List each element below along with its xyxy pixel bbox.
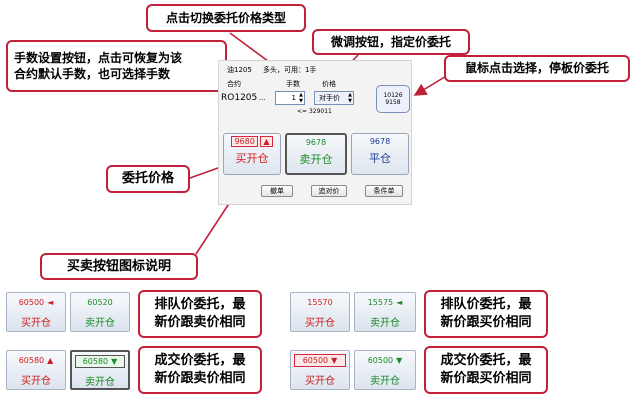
callout-limit-order: 鼠标点击选择，停板价委托 bbox=[444, 55, 630, 82]
buy-up-arrow-icon: ▲ bbox=[260, 136, 273, 147]
callout-trade-sell-line2: 新价跟卖价相同 bbox=[154, 371, 246, 386]
demo-7-label: 买开仓 bbox=[305, 376, 335, 387]
header-contract-prefix: 油1205 bbox=[227, 66, 252, 74]
demo-button-3: 15570 买开仓 bbox=[290, 292, 350, 332]
demo-6-price-row: 60580▼ bbox=[75, 355, 125, 368]
callout-queue-sell-line1: 排队价委托，最 bbox=[154, 297, 246, 313]
demo-2-price-row: 60520 bbox=[74, 296, 126, 309]
limit-price-box: 10126 9158 bbox=[376, 85, 410, 113]
demo-button-4: 15575◄ 卖开仓 bbox=[354, 292, 416, 332]
order-panel: 油1205 多头，可用：1手 合约 手数 价格 RO1205 ... 1 ▲▼ … bbox=[218, 60, 412, 205]
quantity-value[interactable]: 1 bbox=[291, 94, 296, 102]
demo-6-down-arrow-icon: ▼ bbox=[111, 357, 118, 366]
demo-3-price-row: 15570 bbox=[294, 296, 346, 309]
callout-queue-buy-line2: 新价跟买价相同 bbox=[440, 315, 532, 330]
callout-quantity-line2: 合约默认手数，也可选择手数 bbox=[14, 67, 171, 81]
lower-limit-price[interactable]: 9158 bbox=[385, 99, 401, 106]
demo-4-left-arrow-icon: ◄ bbox=[396, 298, 403, 307]
callout-trade-buy-line1: 成交价委托，最 bbox=[440, 353, 532, 369]
price-type-selector[interactable]: 对手价 ▲▼ bbox=[314, 91, 354, 105]
demo-1-price-row: 60500◄ bbox=[10, 296, 62, 309]
upper-limit-price[interactable]: 10126 bbox=[383, 92, 403, 99]
col-qty-label: 手数 bbox=[286, 80, 300, 88]
close-label: 平仓 bbox=[369, 152, 391, 165]
contract-code: RO1205 bbox=[221, 93, 258, 103]
max-qty-hint: <= 329011 bbox=[297, 108, 332, 115]
cancel-order-button[interactable]: 撤单 bbox=[261, 185, 293, 197]
sell-open-label: 卖开仓 bbox=[299, 153, 333, 166]
callout-order-price: 委托价格 bbox=[106, 165, 190, 193]
demo-2-label: 卖开仓 bbox=[85, 318, 115, 329]
contract-picker-button[interactable]: ... bbox=[259, 94, 266, 102]
sell-price: 9678 bbox=[305, 138, 327, 147]
demo-8-price: 60500 bbox=[367, 356, 394, 365]
callout-fine-tune: 微调按钮，指定价委托 bbox=[312, 29, 470, 55]
demo-3-price: 15570 bbox=[307, 298, 333, 307]
header-position-info: 多头，可用：1手 bbox=[263, 66, 317, 74]
buy-price: 9680 bbox=[231, 136, 258, 147]
quantity-arrows-icon[interactable]: ▲▼ bbox=[299, 92, 303, 104]
callout-quantity: 手数设置按钮，点击可恢复为该 合约默认手数，也可选择手数 bbox=[6, 40, 227, 92]
close-button[interactable]: 9678 平仓 bbox=[351, 133, 409, 175]
buy-price-row: 9680 ▲ bbox=[224, 136, 280, 147]
callout-toggle-price-type: 点击切换委托价格类型 bbox=[146, 4, 306, 32]
col-contract-label: 合约 bbox=[227, 80, 241, 88]
callout-quantity-line1: 手数设置按钮，点击可恢复为该 bbox=[14, 50, 183, 65]
demo-1-label: 买开仓 bbox=[21, 318, 51, 329]
demo-8-price-row: 60500▼ bbox=[358, 354, 412, 367]
demo-6-label: 卖开仓 bbox=[85, 377, 115, 388]
demo-1-price: 60500 bbox=[18, 298, 45, 307]
demo-8-label: 卖开仓 bbox=[370, 376, 400, 387]
demo-4-price-row: 15575◄ bbox=[358, 296, 412, 309]
demo-4-label: 卖开仓 bbox=[370, 318, 400, 329]
callout-trade-sell: 成交价委托，最 新价跟卖价相同 bbox=[138, 346, 262, 394]
callout-queue-sell: 排队价委托，最 新价跟卖价相同 bbox=[138, 290, 262, 338]
callout-trade-buy: 成交价委托，最 新价跟买价相同 bbox=[424, 346, 548, 394]
demo-5-price: 60580 bbox=[18, 356, 45, 365]
callout-trade-sell-line1: 成交价委托，最 bbox=[154, 353, 246, 369]
demo-3-label: 买开仓 bbox=[305, 318, 335, 329]
quantity-stepper[interactable]: 1 ▲▼ bbox=[275, 91, 305, 105]
callout-trade-buy-line2: 新价跟买价相同 bbox=[440, 371, 532, 386]
price-type-value[interactable]: 对手价 bbox=[319, 94, 340, 102]
demo-1-left-arrow-icon: ◄ bbox=[47, 298, 54, 307]
demo-2-price: 60520 bbox=[87, 298, 113, 307]
demo-8-down-arrow-icon: ▼ bbox=[396, 356, 403, 365]
conditional-order-button[interactable]: 条件单 bbox=[365, 185, 403, 197]
sell-open-button[interactable]: 9678 卖开仓 bbox=[285, 133, 347, 175]
demo-button-5: 60580▲ 买开仓 bbox=[6, 350, 66, 390]
demo-button-8: 60500▼ 卖开仓 bbox=[354, 350, 416, 390]
callout-button-icon-desc: 买卖按钮图标说明 bbox=[40, 253, 198, 280]
demo-5-label: 买开仓 bbox=[21, 376, 51, 387]
demo-7-price: 60500 bbox=[302, 356, 329, 365]
chase-price-button[interactable]: 追对价 bbox=[311, 185, 347, 197]
col-price-label: 价格 bbox=[322, 80, 336, 88]
demo-7-price-row: 60500▼ bbox=[294, 354, 346, 367]
callout-queue-buy: 排队价委托，最 新价跟买价相同 bbox=[424, 290, 548, 338]
demo-4-price: 15575 bbox=[367, 298, 394, 307]
price-arrows-icon[interactable]: ▲▼ bbox=[348, 92, 352, 104]
demo-7-down-arrow-icon: ▼ bbox=[331, 356, 338, 365]
demo-button-7: 60500▼ 买开仓 bbox=[290, 350, 350, 390]
callout-queue-sell-line2: 新价跟卖价相同 bbox=[154, 315, 246, 330]
close-price: 9678 bbox=[369, 137, 391, 146]
buy-open-button[interactable]: 9680 ▲ 买开仓 bbox=[223, 133, 281, 175]
demo-button-1: 60500◄ 买开仓 bbox=[6, 292, 66, 332]
demo-5-up-arrow-icon: ▲ bbox=[47, 356, 54, 365]
buy-open-label: 买开仓 bbox=[235, 152, 269, 165]
callout-queue-buy-line1: 排队价委托，最 bbox=[440, 297, 532, 313]
demo-5-price-row: 60580▲ bbox=[10, 354, 62, 367]
demo-button-2: 60520 卖开仓 bbox=[70, 292, 130, 332]
demo-6-price: 60580 bbox=[82, 357, 109, 366]
demo-button-6: 60580▼ 卖开仓 bbox=[70, 350, 130, 390]
